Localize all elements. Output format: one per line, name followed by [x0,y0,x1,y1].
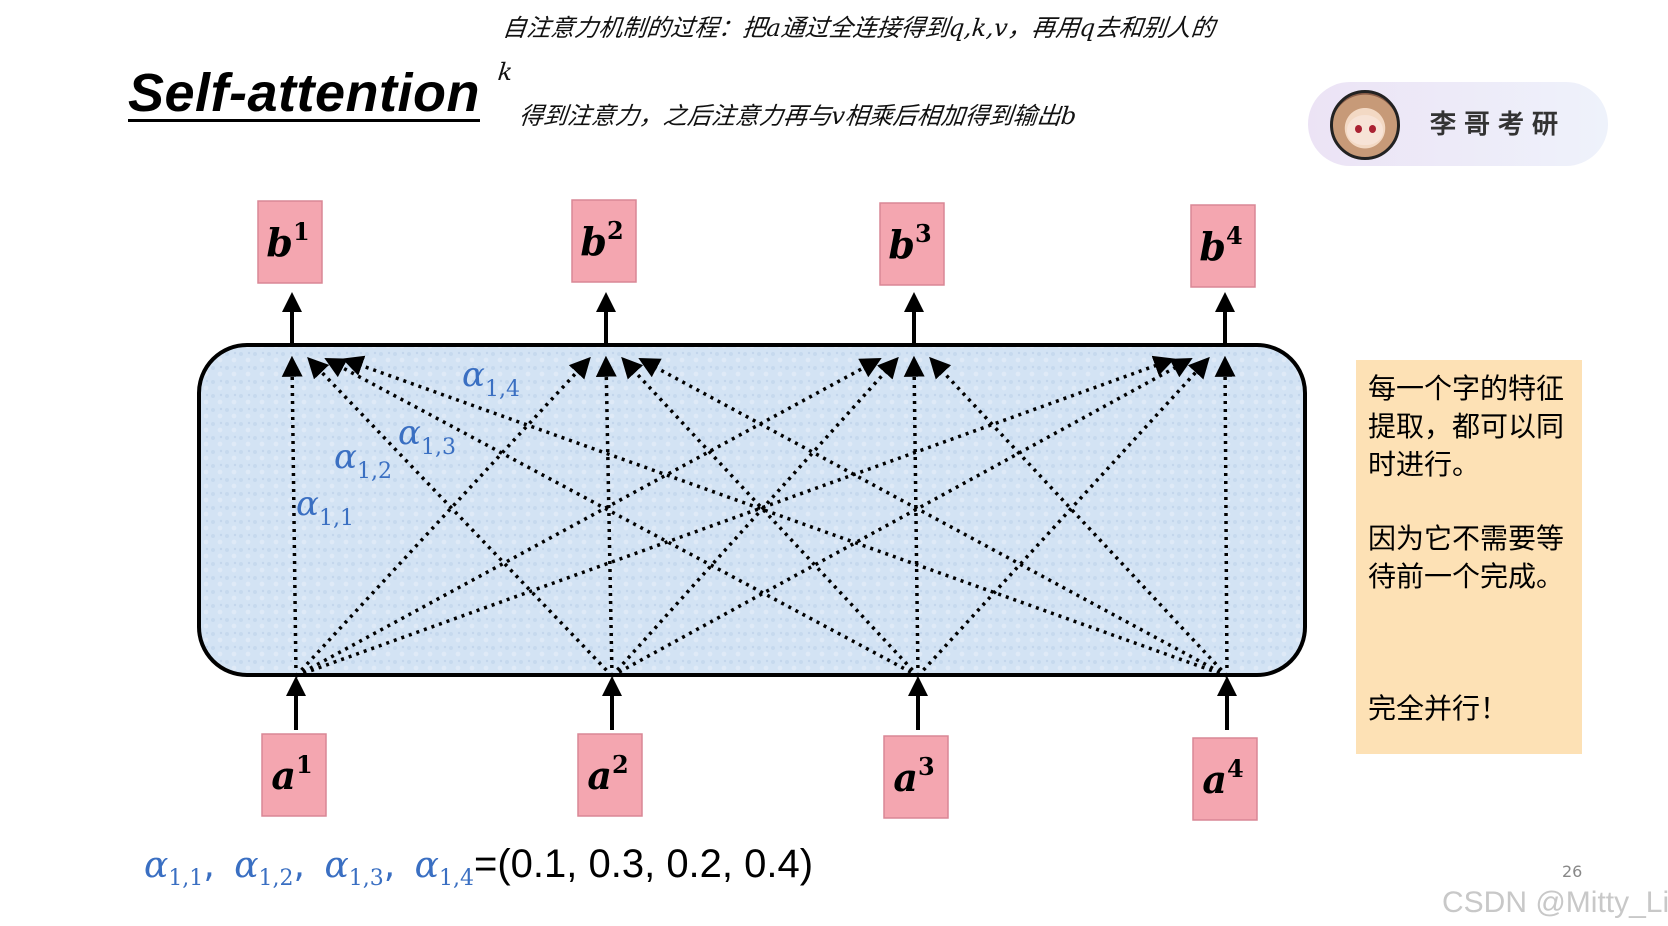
anime-girl-avatar-icon [1330,90,1400,160]
weight-label-1-3-sub: 1,3 [421,435,456,460]
parallelism-note-2: 因为它不需要等待前一个完成。 [1368,522,1565,593]
input-token-4: a4 [1192,737,1258,821]
output-tokens: b1 b2 b3 b4 [257,199,1256,288]
input-token-3: a3 [883,735,949,819]
attention-connection-a1-b4 [295,355,1175,678]
weight-label-1-1-sub: 1,1 [319,506,354,531]
weight-label-1-4-base: α [462,355,485,395]
channel-badge: 李哥考研 [1308,82,1608,166]
svg-text:a3: a3 [893,752,934,800]
slide-title: Self-attention [128,63,480,123]
page-number: 26 [1562,862,1583,881]
formula-alpha-1-1: α1,1 [144,845,204,892]
output-token-3: b3 [879,202,945,286]
weight-label-1-2-base: α [334,437,357,477]
weight-label-1-1: α1,1 [296,484,354,531]
weight-labels: α1,1 α1,2 α1,3 α1,4 [296,355,520,531]
svg-text:a1: a1 [271,750,312,798]
weight-label-1-4: α1,4 [462,355,520,402]
svg-text:a2: a2 [587,750,628,798]
parallelism-note-1: 每一个字的特征提取，都可以同时进行。 [1368,372,1565,481]
attention-weights-formula: α1,1, α1,2, α1,3, α1,4=(0.1, 0.3, 0.2, 0… [144,842,813,891]
formula-alpha-1-2: α1,2 [234,845,294,892]
attention-connection-a2-b3 [610,356,899,678]
formula-separator: , [383,845,396,886]
svg-text:a4: a4 [1202,754,1243,802]
attention-connection-a2-b1 [307,356,614,678]
attention-connection-a2-b4 [611,357,1193,678]
weight-label-1-2-sub: 1,2 [357,459,392,484]
svg-text:b1: b1 [266,217,309,265]
output-token-2: b2 [571,199,637,283]
weight-label-1-2: α1,2 [334,437,392,484]
formula-alpha-1-4: α1,4 [414,845,474,892]
formula-values: (0.1, 0.3, 0.2, 0.4) [497,842,814,886]
input-token-1: a1 [261,733,327,817]
parallelism-note-3: 完全并行！ [1368,692,1509,725]
parallelism-note: 每一个字的特征提取，都可以同时进行。 因为它不需要等待前一个完成。 完全并行！ [1356,360,1582,754]
csdn-watermark: CSDN @Mitty_Li [1442,886,1668,919]
attention-connection-a4-b3 [929,356,1229,678]
formula-equals: = [473,842,498,886]
svg-text:b4: b4 [1199,221,1242,269]
output-token-4: b4 [1190,204,1256,288]
weight-label-1-4-sub: 1,4 [485,377,520,402]
svg-text:b2: b2 [580,216,623,264]
attention-connections [281,355,1236,678]
io-arrows [282,292,1237,730]
attention-connection-a4-b2 [638,358,1228,678]
weight-label-1-3: α1,3 [398,413,456,460]
input-tokens: a1 a2 a3 a4 [261,733,1258,821]
channel-badge-label: 李哥考研 [1430,110,1567,140]
input-token-2: a2 [577,733,643,817]
formula-alpha-1-3: α1,3 [324,845,384,892]
svg-text:b3: b3 [888,219,931,267]
output-token-1: b1 [257,200,323,284]
weight-label-1-3-base: α [398,413,421,453]
formula-separator: , [203,845,215,886]
weight-label-1-1-base: α [296,484,319,524]
formula-separator: , [293,845,305,886]
self-attention-block [197,343,1307,677]
